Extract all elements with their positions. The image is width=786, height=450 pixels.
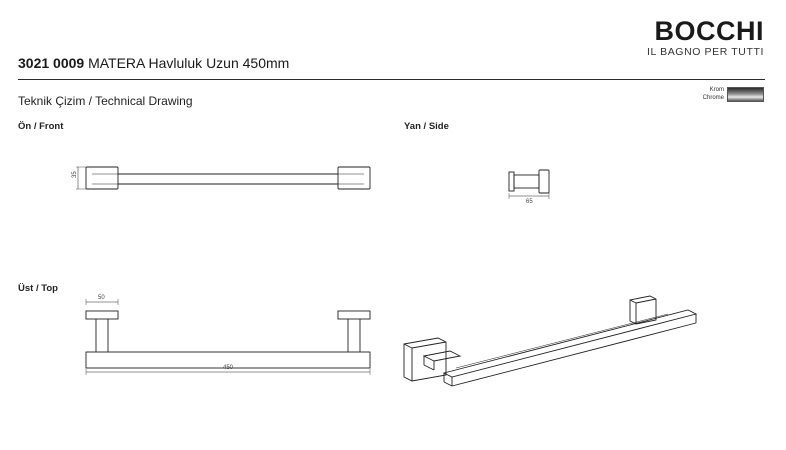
top-view-drawing — [85, 299, 371, 375]
front-view-drawing — [76, 166, 371, 190]
top-view-label: Üst / Top — [18, 283, 58, 294]
finish-indicator: Krom Chrome — [703, 86, 764, 102]
header-divider — [18, 79, 765, 80]
product-code: 3021 0009 — [18, 55, 85, 71]
side-view-label: Yan / Side — [404, 121, 449, 132]
side-depth-dimension: 65 — [526, 199, 533, 205]
brand-tagline: IL BAGNO PER TUTTI — [647, 46, 764, 58]
drawing-subtitle: Teknik Çizim / Technical Drawing — [18, 94, 193, 108]
front-view-label: Ön / Front — [18, 121, 64, 132]
front-height-dimension: 35 — [72, 171, 78, 178]
side-view-drawing — [508, 169, 550, 199]
product-title: 3021 0009 MATERA Havluluk Uzun 450mm — [18, 55, 289, 71]
chrome-swatch — [727, 86, 764, 102]
brand-logo: BOCCHI IL BAGNO PER TUTTI — [647, 17, 764, 58]
finish-label-en: Chrome — [702, 95, 724, 101]
product-name: MATERA Havluluk Uzun 450mm — [88, 55, 290, 71]
top-length-dimension: 450 — [223, 365, 234, 371]
isometric-view-drawing — [403, 295, 698, 387]
brand-name: BOCCHI — [654, 16, 764, 46]
finish-label-tr: Krom — [709, 87, 724, 93]
top-depth-dimension: 50 — [98, 295, 105, 301]
